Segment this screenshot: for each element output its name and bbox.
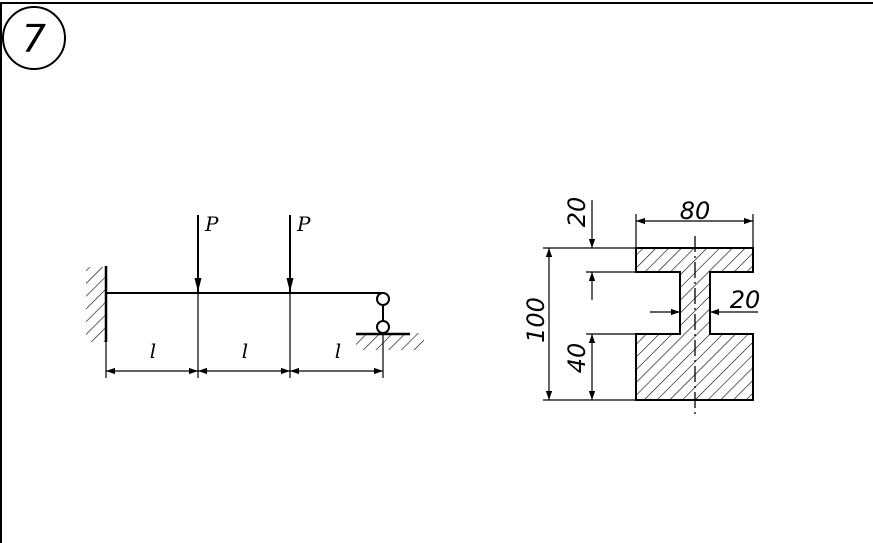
dim-height-label: 100 [522,297,550,343]
problem-number-badge: 7 [2,6,66,70]
span-dimension-1: l [106,339,198,375]
cross-section: 80 20 100 20 40 [522,197,760,414]
dim-top-flange: 20 [563,197,596,300]
span-dimension-3: l [290,339,383,375]
load-label-2: P [296,212,311,236]
span-label-1: l [150,339,156,363]
dim-width: 80 [635,197,754,247]
dim-web: 20 [650,286,761,316]
dim-top-flange-label: 20 [563,197,591,228]
dim-bottom-flange: 40 [563,334,596,400]
span-dimension-2: l [198,339,290,375]
dim-width-label: 80 [680,197,711,225]
span-extension-lines [105,293,384,378]
load-arrow-2: P [286,212,311,292]
roller-support [356,292,424,350]
section-left-extensions [543,247,636,401]
fixed-support [86,266,108,342]
beam-diagram: P P l l l [86,212,424,378]
dim-web-label: 20 [730,286,761,314]
span-label-3: l [335,339,341,363]
dim-bottom-flange-label: 40 [563,343,591,374]
load-arrow-1: P [194,212,219,292]
span-label-2: l [242,339,248,363]
dim-height: 100 [522,248,553,400]
problem-number: 7 [22,17,46,61]
load-label-1: P [204,212,219,236]
